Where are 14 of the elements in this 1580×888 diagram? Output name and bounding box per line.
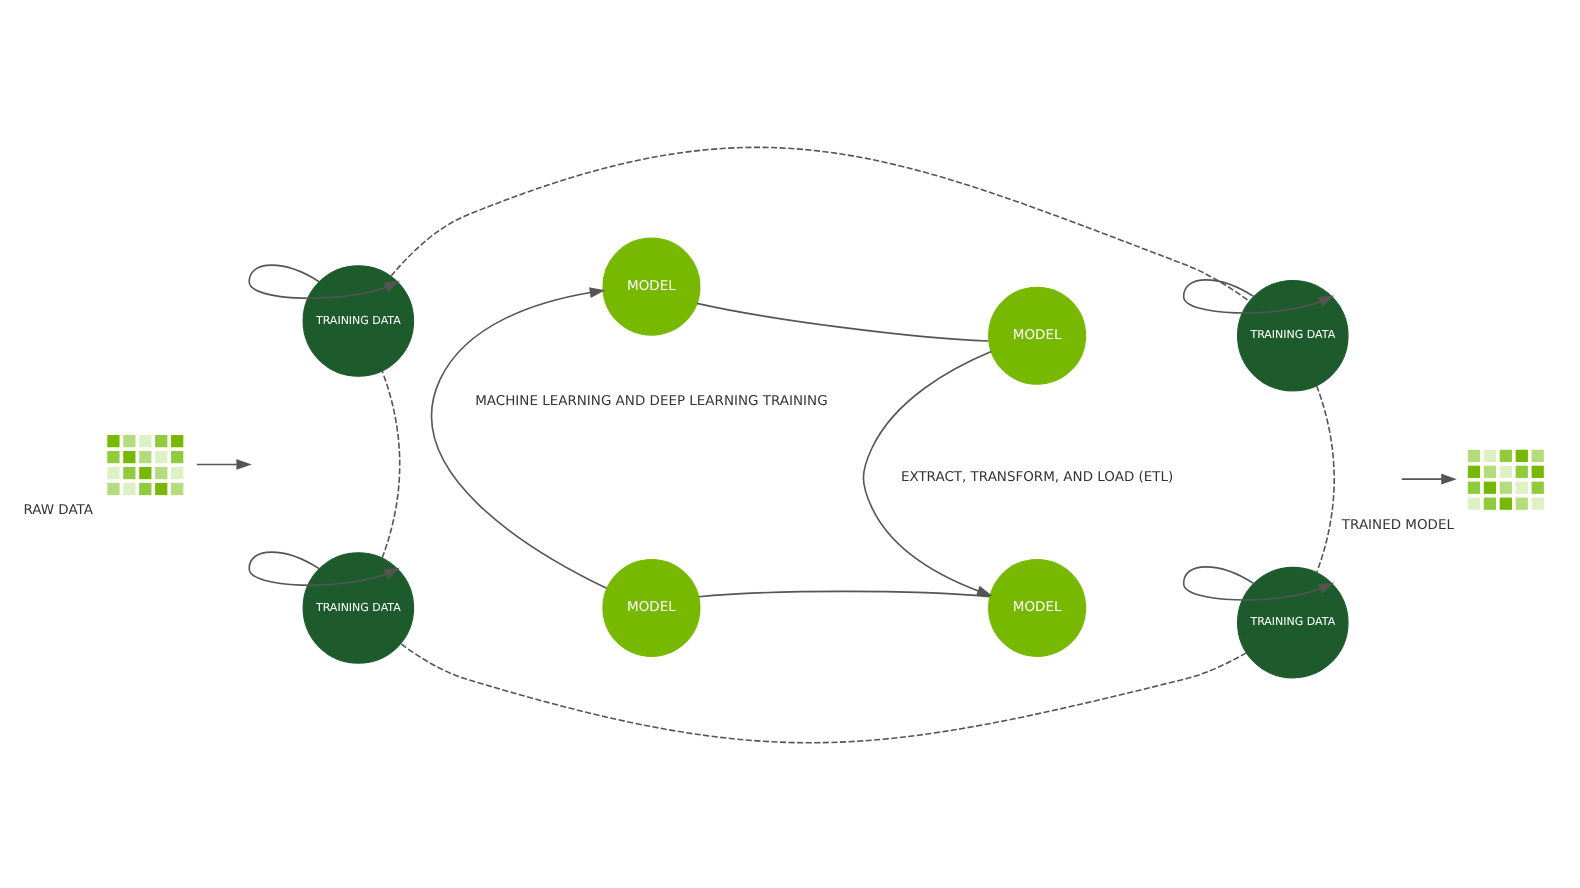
connector — [381, 369, 401, 558]
connector — [399, 641, 1248, 743]
arrow — [862, 349, 993, 596]
connector — [698, 589, 991, 597]
arrow — [196, 458, 252, 469]
arrow — [1182, 565, 1335, 600]
arrow — [1182, 278, 1335, 313]
arrow — [248, 550, 400, 585]
connector — [1315, 383, 1335, 573]
arrow — [1400, 472, 1457, 484]
connector — [390, 145, 1251, 301]
connector — [696, 301, 990, 341]
arrow — [431, 286, 608, 589]
arrow — [248, 263, 400, 298]
